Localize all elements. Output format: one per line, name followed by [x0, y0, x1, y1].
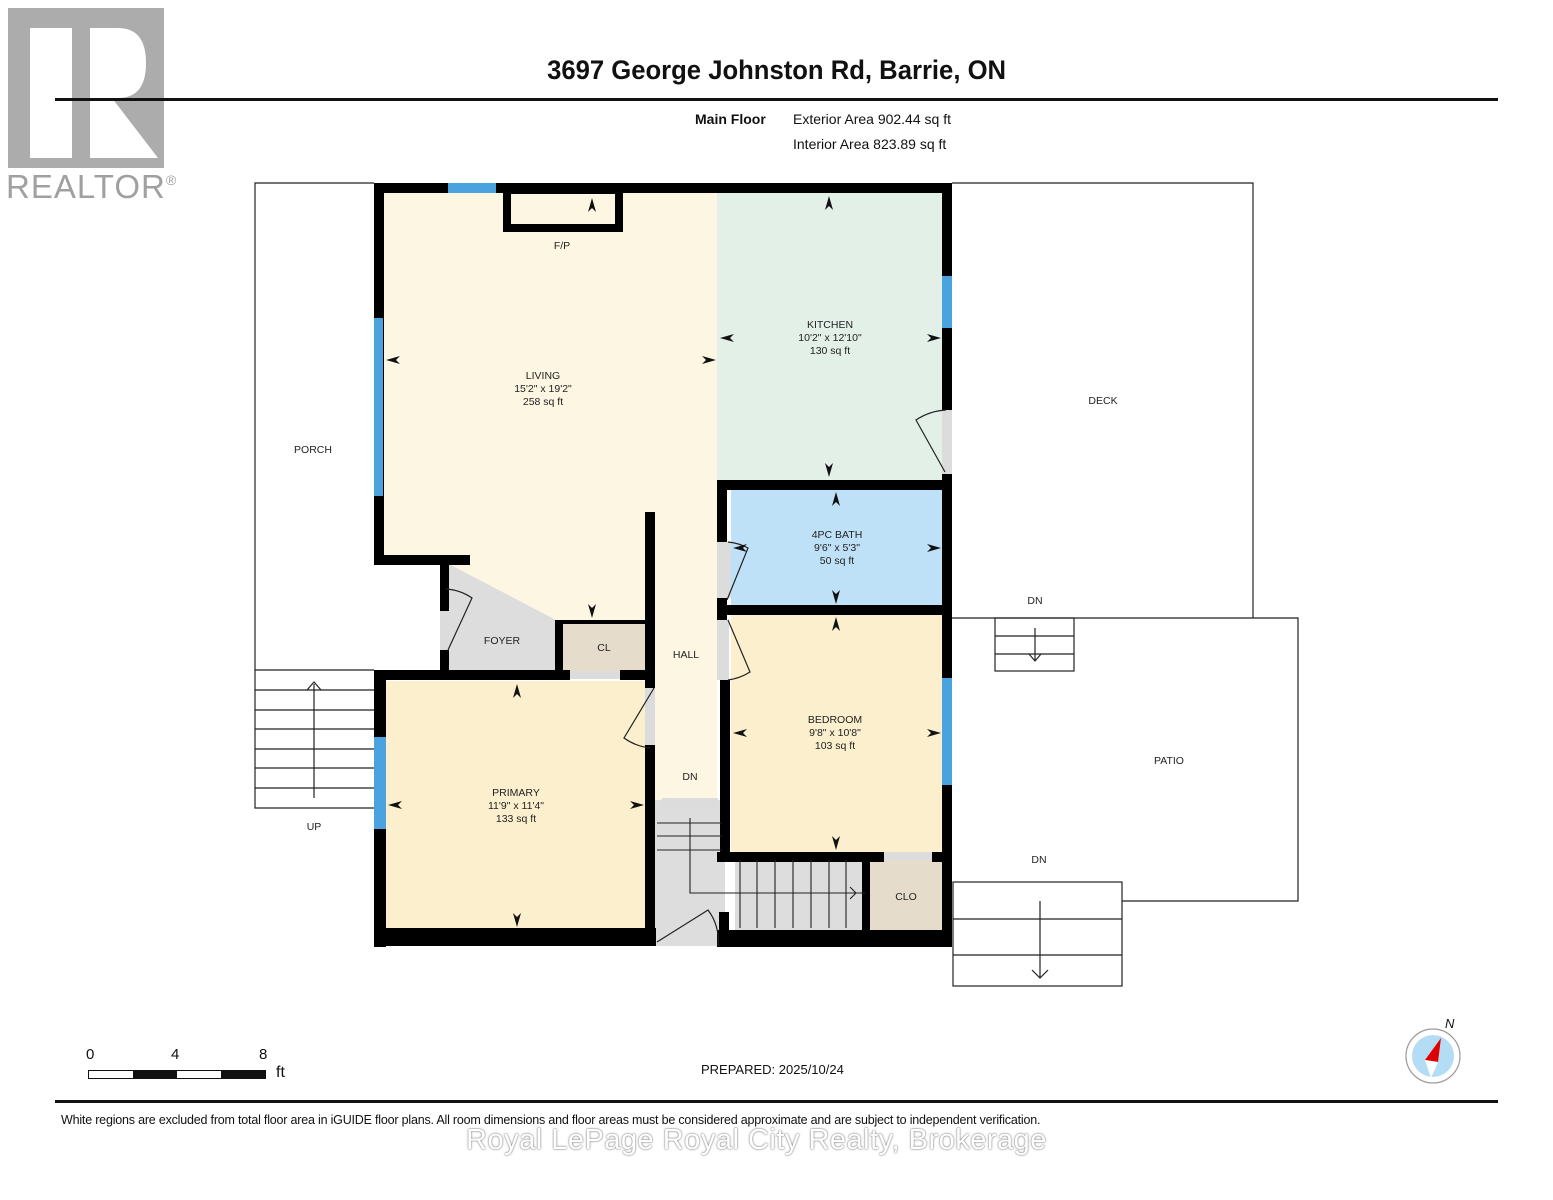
- hall-label: HALL: [673, 649, 699, 661]
- bedroom-fill: [731, 615, 943, 852]
- primary-dims: 11'9" x 11'4": [488, 800, 544, 812]
- porch-stairs-up-arrow: [306, 681, 322, 798]
- porch-stairs-label: UP: [307, 821, 322, 833]
- hall-stairs-dn-label: DN: [682, 771, 697, 783]
- living-room-area: 258 sq ft: [523, 396, 563, 408]
- deck-label: DECK: [1088, 395, 1117, 407]
- scale-label-8: 8: [259, 1046, 268, 1063]
- floor-label: Main Floor: [695, 111, 766, 127]
- patio-stairs-label: DN: [1031, 854, 1046, 866]
- patio-label: PATIO: [1154, 755, 1184, 767]
- primary-area: 133 sq ft: [496, 813, 536, 825]
- realtor-logo-text: REALTOR®: [6, 168, 178, 205]
- compass-north-icon: N: [1405, 1016, 1461, 1084]
- living-room-dims: 15'2" x 19'2": [514, 383, 572, 395]
- interior-stairs: [657, 818, 865, 928]
- kitchen-name: KITCHEN: [807, 319, 853, 331]
- closet2-label: CLO: [895, 891, 917, 903]
- closet-fill: [562, 622, 646, 672]
- living-room-fill: [382, 192, 717, 620]
- header-divider: [55, 98, 1498, 101]
- scale-label-4: 4: [171, 1046, 180, 1063]
- kitchen-fill: [717, 192, 945, 481]
- exterior-area: Exterior Area 902.44 sq ft: [793, 111, 951, 127]
- deck-stairs-label: DN: [1027, 595, 1042, 607]
- kitchen-area: 130 sq ft: [810, 345, 850, 357]
- porch-label: PORCH: [294, 444, 332, 456]
- brokerage-watermark: Royal LePage Royal City Realty, Brokerag…: [466, 1124, 1047, 1156]
- bedroom-dims: 9'8" x 10'8": [809, 727, 861, 739]
- closet2-fill: [870, 860, 943, 930]
- scale-unit: ft: [276, 1064, 285, 1081]
- bedroom-area: 103 sq ft: [815, 740, 855, 752]
- interior-area: Interior Area 823.89 sq ft: [793, 136, 947, 152]
- svg-text:N: N: [1445, 1016, 1455, 1031]
- doors: [440, 409, 952, 947]
- foyer-label: FOYER: [484, 635, 521, 647]
- dimension-arrows: [386, 196, 941, 927]
- compass: N: [1405, 1016, 1465, 1086]
- bedroom-name: BEDROOM: [808, 714, 862, 726]
- bath-fill: [731, 489, 943, 607]
- property-address-title: 3697 George Johnston Rd, Barrie, ON: [547, 55, 1006, 85]
- fireplace-label: F/P: [554, 240, 570, 252]
- primary-fill: [386, 681, 649, 929]
- bath-dims: 9'6" x 5'3": [814, 542, 860, 554]
- prepared-date: PREPARED: 2025/10/24: [701, 1062, 844, 1077]
- bath-area: 50 sq ft: [820, 555, 855, 567]
- footer-divider: [55, 1100, 1498, 1103]
- primary-name: PRIMARY: [492, 787, 540, 799]
- realtor-logo: [8, 8, 164, 168]
- stairs-fill: [735, 860, 863, 930]
- deck: [952, 182, 1299, 987]
- room-fills: [382, 192, 945, 946]
- realtor-r-icon: [30, 28, 158, 158]
- scale-bar: 0 4 8 ft: [86, 1046, 296, 1086]
- bath-name: 4PC BATH: [812, 529, 863, 541]
- living-room-name: LIVING: [526, 370, 560, 382]
- room-labels: F/P LIVING 15'2" x 19'2" 258 sq ft KITCH…: [294, 240, 1184, 903]
- disclaimer-text: White regions are excluded from total fl…: [61, 1113, 1041, 1127]
- closet-label: CL: [597, 642, 611, 654]
- kitchen-dims: 10'2" x 12'10": [798, 332, 862, 344]
- scale-label-0: 0: [86, 1046, 95, 1063]
- foyer-fill: [447, 563, 556, 672]
- windows: [374, 183, 952, 829]
- hall-fill: [655, 512, 717, 802]
